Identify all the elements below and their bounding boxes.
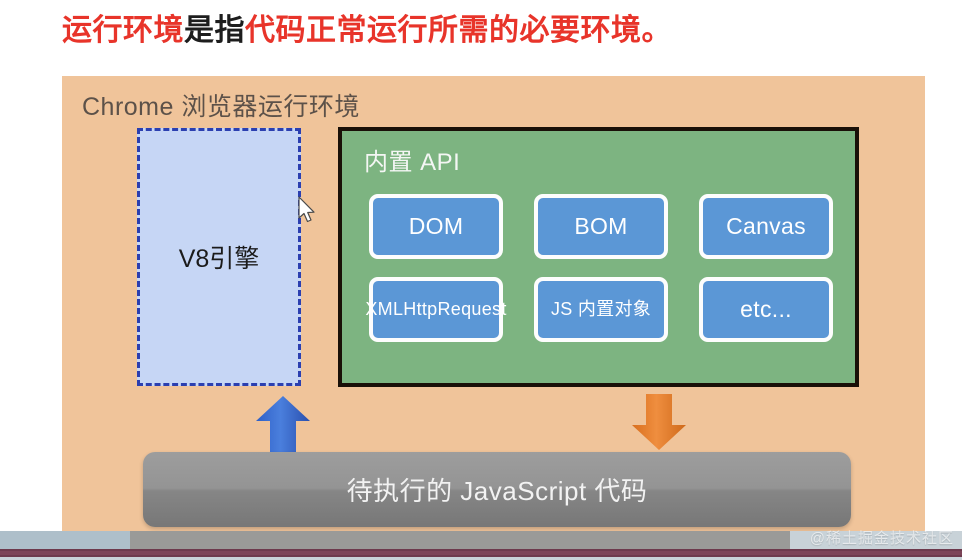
player-progress-bar[interactable] xyxy=(0,549,962,557)
title-bar: 运行环境是指代码正常运行所需的必要环境。 xyxy=(0,0,962,76)
page-title: 运行环境是指代码正常运行所需的必要环境。 xyxy=(62,16,672,46)
chrome-runtime-panel-label: Chrome 浏览器运行环境 xyxy=(82,93,360,121)
v8-engine-box: V8引擎 xyxy=(137,128,301,386)
v8-engine-label: V8引擎 xyxy=(178,245,260,273)
builtin-api-grid: DOM BOM Canvas XMLHttpRequest JS 内置对象 et… xyxy=(365,194,834,342)
arrow-down-icon xyxy=(632,394,686,450)
api-chip-canvas: Canvas xyxy=(699,194,833,259)
api-chip-bom: BOM xyxy=(534,194,668,259)
page-title-segment-3: 代码正常运行所需的必要环境。 xyxy=(245,14,672,47)
api-chip-js-builtin-objects: JS 内置对象 xyxy=(534,277,668,342)
arrow-up-icon xyxy=(256,396,310,452)
player-progress-bar-fill xyxy=(0,551,962,555)
player-bottom-strip-mid xyxy=(130,531,790,549)
chrome-runtime-panel: Chrome 浏览器运行环境 V8引擎 内置 API DOM BOM Canva… xyxy=(62,76,925,531)
api-chip-etc: etc... xyxy=(699,277,833,342)
watermark: @稀土掘金技术社区 xyxy=(809,530,954,547)
builtin-api-panel-title: 内置 API xyxy=(364,149,461,176)
builtin-api-row: DOM BOM Canvas xyxy=(369,194,834,259)
pending-js-code-bar: 待执行的 JavaScript 代码 xyxy=(143,452,851,527)
page-title-segment-1: 运行环境 xyxy=(62,14,184,47)
builtin-api-row: XMLHttpRequest JS 内置对象 etc... xyxy=(365,277,834,342)
api-chip-dom: DOM xyxy=(369,194,503,259)
builtin-api-panel: 内置 API DOM BOM Canvas XMLHttpRequest JS … xyxy=(338,127,859,387)
pending-js-code-label: 待执行的 JavaScript 代码 xyxy=(346,476,648,506)
player-bottom-strip-left xyxy=(0,531,130,549)
api-chip-xmlhttprequest: XMLHttpRequest xyxy=(365,277,506,342)
page-title-segment-2: 是指 xyxy=(184,14,245,47)
